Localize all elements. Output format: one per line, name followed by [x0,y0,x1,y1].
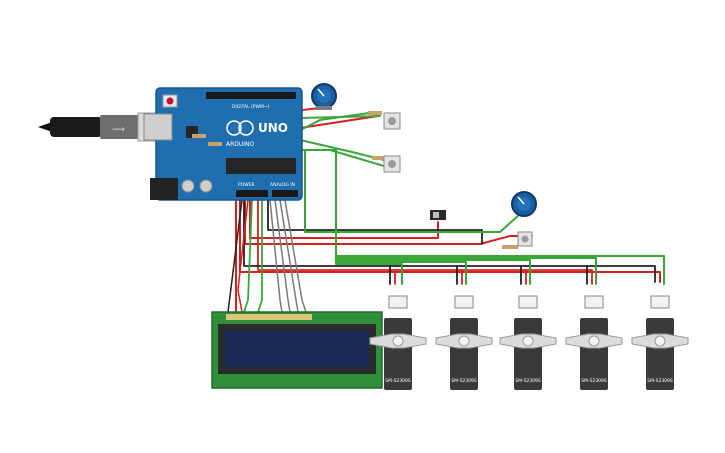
wire-green-servo-3[interactable] [335,259,531,285]
wire-green-lcd2[interactable] [243,199,253,313]
servo-label: SM-S2309S [581,378,607,384]
servo-shaft [522,335,534,347]
wire-gray-lcd-1[interactable] [269,199,283,313]
servo-label: SM-S2309S [647,378,673,384]
power-header[interactable] [236,190,268,197]
analog-header-label: ANALOG IN [270,182,295,188]
digital-header[interactable] [206,92,296,99]
lcd-screen [225,331,369,367]
servo-connector[interactable] [584,295,604,309]
arduino-brand: UNO [258,121,288,135]
servo-label: SM-S2309S [385,378,411,384]
wire-gray-lcd-4[interactable] [284,199,307,313]
arduino-logo-text: ARDUINO [226,141,255,148]
svg-text:⟿: ⟿ [112,125,125,135]
wire-black-lcd[interactable] [227,199,243,313]
servo-motor[interactable]: SM-S2309S [435,295,493,390]
pushbutton-1[interactable] [368,111,401,130]
wire-green-servo-2[interactable] [335,261,467,285]
servo-shaft [588,335,600,347]
slide-switch[interactable] [430,210,446,220]
arduino-uno-board[interactable]: ARDUINO UNO DIGITAL (PWM~) ANALOG IN POW… [143,87,303,201]
digital-header-label: DIGITAL (PWM~) [232,104,270,110]
wire-green-pot2[interactable] [304,149,521,233]
power-header-label: POWER [238,182,255,188]
wire-red-rail-top[interactable] [239,199,661,283]
analog-header[interactable] [272,190,298,197]
wire-black-switch[interactable] [267,199,483,245]
lcd-pin-header[interactable] [226,314,312,320]
wire-green-long[interactable] [299,149,403,285]
lcd-16x2[interactable] [211,311,383,389]
servo-motor[interactable]: SM-S2309S [369,295,427,390]
potentiometer-2[interactable] [511,191,537,217]
wire-red-servo-rail[interactable] [257,199,396,285]
servo-label: SM-S2309S [515,378,541,384]
wire-red-lcd2[interactable] [237,199,249,313]
pushbutton-2[interactable] [372,155,401,173]
power-jack [150,178,178,200]
wire-green-servo-5[interactable] [335,255,665,285]
usb-jack [143,113,173,141]
servo-motor[interactable]: SM-S2309S [565,295,623,390]
servo-label: SM-S2309S [451,378,477,384]
servo-connector[interactable] [650,295,670,309]
wire-red-servo-4[interactable] [525,269,593,285]
servo-motor[interactable]: SM-S2309S [631,295,689,390]
servo-motor[interactable]: SM-S2309S [499,295,557,390]
usb-icon [38,122,52,132]
wire-green-lcd[interactable] [257,199,263,313]
servo-shaft [392,335,404,347]
wires [227,91,665,313]
servo-shaft [654,335,666,347]
servo-shaft [458,335,470,347]
servo-connector[interactable] [518,295,538,309]
servo-connector[interactable] [388,295,408,309]
pushbutton-3[interactable] [502,231,533,249]
wire-gray-lcd-3[interactable] [279,199,299,313]
wire-gray-lcd-2[interactable] [274,199,291,313]
servo-group: SM-S2309S SM-S2309S SM-S2309S SM-S2309S SM-S… [369,295,689,390]
potentiometer-1[interactable] [311,83,337,110]
atmega-chip [226,158,296,174]
wire-green-servo-4[interactable] [335,257,597,285]
servo-connector[interactable] [454,295,474,309]
